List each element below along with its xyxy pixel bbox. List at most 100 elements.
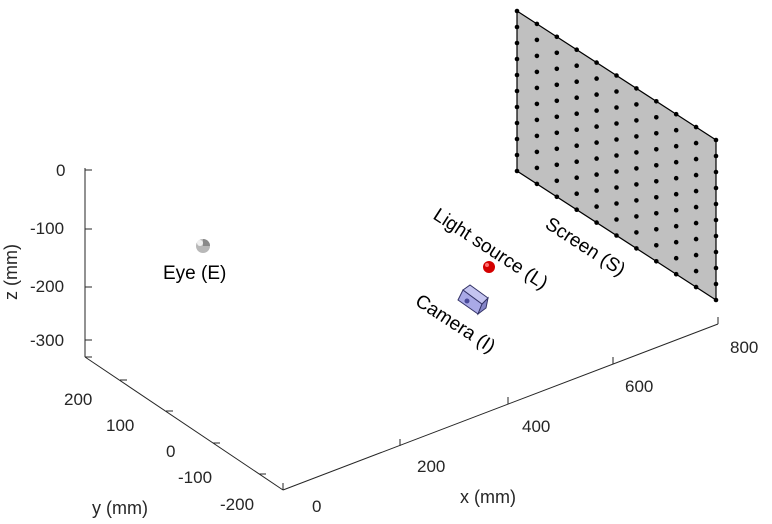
screen-grid-point [594,220,599,225]
screen-grid-point [614,201,619,206]
camera-lens [464,298,470,304]
screen-grid-point [594,124,599,129]
screen-grid-point [574,175,579,180]
screen-grid-point [594,60,599,65]
screen-grid-point [654,131,659,136]
screen-grid-point [634,102,639,107]
screen-grid-point [594,76,599,81]
camera-top [462,284,489,305]
screen-grid-point [713,265,719,271]
eye [196,239,210,253]
screen-grid-point [673,111,679,117]
screen-grid-point [713,297,719,303]
screen-grid-point [514,168,520,174]
screen-grid-point [673,255,679,261]
screen-grid-point [574,191,579,196]
x-tick-label: 0 [312,497,321,516]
screen-grid-point [574,159,579,164]
screen-grid-point [514,40,520,46]
screen-grid-point [614,105,619,110]
screen-grid-point [713,185,719,191]
z-tick-label: 0 [56,161,65,180]
screen-grid-point [554,98,560,104]
screen-grid-point [654,147,659,152]
screen-grid-point [594,188,599,193]
screen-grid-points [514,8,719,303]
light-source [483,261,495,273]
z-ticks [85,169,92,341]
screen-grid-point [713,217,719,223]
z-tick-label: -100 [30,219,64,238]
screen-grid-point [693,172,699,178]
screen-grid-point [634,166,639,171]
eye-highlight [197,240,203,246]
screen [514,8,719,303]
screen-grid-point [514,136,520,142]
screen-grid-point [713,233,719,239]
screen-grid-point [693,140,699,146]
screen-grid-point [673,239,679,245]
screen-grid-point [594,140,599,145]
z-axis-label: z (mm) [1,244,21,300]
screen-grid-point [554,66,560,72]
screen-grid-point [574,95,579,100]
screen-grid-point [614,89,619,94]
screen-grid-point [614,73,619,78]
screen-grid-point [514,56,520,62]
screen-grid-point [514,72,520,78]
screen-grid-point [654,195,659,200]
screen-grid-point [673,223,679,229]
screen-grid-point [614,217,619,222]
x-axis-line [282,323,719,491]
screen-grid-point [534,117,540,123]
screen-grid-point [634,182,639,187]
screen-grid-point [614,169,619,174]
y-axis-label: y (mm) [92,498,148,518]
x-tick-label: 200 [417,457,445,476]
screen-grid-point [673,143,679,149]
y-ticks [85,356,266,475]
screen-grid-point [673,191,679,197]
screen-grid-point [514,8,520,14]
y-tick-label: -100 [178,468,212,487]
screen-grid-point [634,214,639,219]
screen-grid-point [574,79,579,84]
screen-grid-point [614,137,619,142]
z-tick-label: -200 [30,277,64,296]
x-ticks [282,317,719,490]
screen-grid-point [534,37,540,43]
screen-grid-point [534,165,540,171]
screen-grid-point [713,169,719,175]
screen-grid-point [634,118,639,123]
screen-grid-point [554,50,560,56]
screen-grid-point [534,85,540,91]
screen-grid-point [554,34,560,40]
light-source-label: Light source (L) [429,205,551,295]
screen-grid-point [534,149,540,155]
z-tick-label: -300 [30,331,64,350]
screen-grid-point [673,175,679,181]
screen-grid-point [693,204,699,210]
screen-grid-point [654,99,659,104]
screen-grid-point [673,271,679,277]
y-tick-label: 100 [106,416,134,435]
screen-grid-point [654,243,659,248]
light-source-highlight [485,263,489,267]
screen-grid-point [614,185,619,190]
screen-grid-point [534,69,540,75]
screen-grid-point [634,230,639,235]
screen-grid-point [514,24,520,30]
screen-grid-point [534,53,540,59]
screen-grid-point [554,130,560,136]
screen-grid-point [514,104,520,110]
screen-grid-point [654,179,659,184]
screen-grid-point [514,88,520,94]
screen-grid-point [673,127,679,133]
screen-grid-point [654,227,659,232]
x-axis-label: x (mm) [460,487,516,507]
screen-grid-point [693,236,699,242]
screen-grid-point [574,143,579,148]
y-axis-line [84,356,284,491]
screen-grid-point [654,115,659,120]
